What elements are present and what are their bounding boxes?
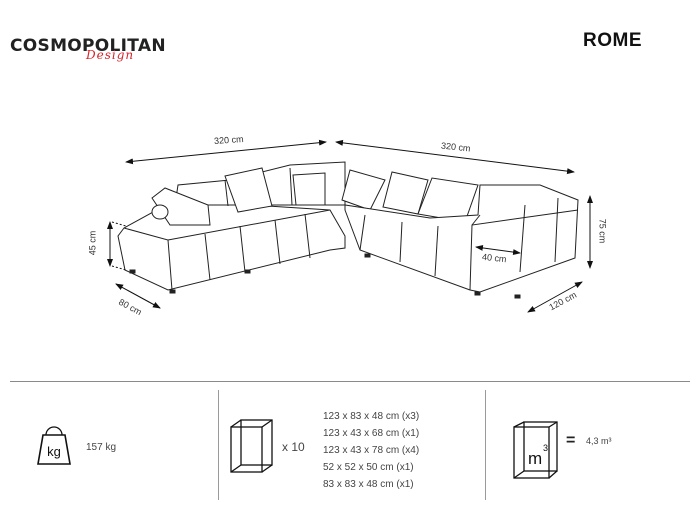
package-item: 123 x 43 x 68 cm (x1) — [323, 428, 420, 439]
dim-left-length: 320 cm — [213, 133, 244, 147]
column-divider-2 — [485, 390, 486, 500]
dim-total-height: 75 cm — [597, 218, 608, 244]
sofa-outline-icon — [117, 161, 579, 299]
weight-icon: kg — [37, 426, 71, 465]
package-item: 83 x 83 x 48 cm (x1) — [323, 479, 414, 490]
sofa-drawing — [107, 139, 593, 313]
package-item: 123 x 83 x 48 cm (x3) — [323, 411, 420, 422]
product-title: ROME — [583, 30, 642, 51]
brand-logo-script: Design — [86, 48, 135, 62]
volume-cube-icon: m 3 — [513, 421, 558, 479]
dim-seat-height: 45 cm — [87, 230, 98, 256]
volume-value: 4,3 m³ — [586, 436, 612, 446]
svg-text:3: 3 — [543, 443, 548, 453]
package-dimensions-list: 123 x 83 x 48 cm (x3) 123 x 43 x 68 cm (… — [323, 408, 419, 493]
svg-text:kg: kg — [47, 444, 61, 459]
svg-text:m: m — [528, 449, 542, 468]
package-item: 52 x 52 x 50 cm (x1) — [323, 462, 414, 473]
equals-sign: = — [566, 432, 576, 449]
package-count: x 10 — [282, 440, 305, 454]
package-item: 123 x 43 x 78 cm (x4) — [323, 445, 420, 456]
package-box-icon — [230, 419, 273, 473]
section-divider — [10, 381, 690, 382]
column-divider-1 — [218, 390, 219, 500]
brand-logo: COSMOPOLITAN — [10, 36, 166, 56]
weight-value: 157 kg — [86, 442, 117, 453]
